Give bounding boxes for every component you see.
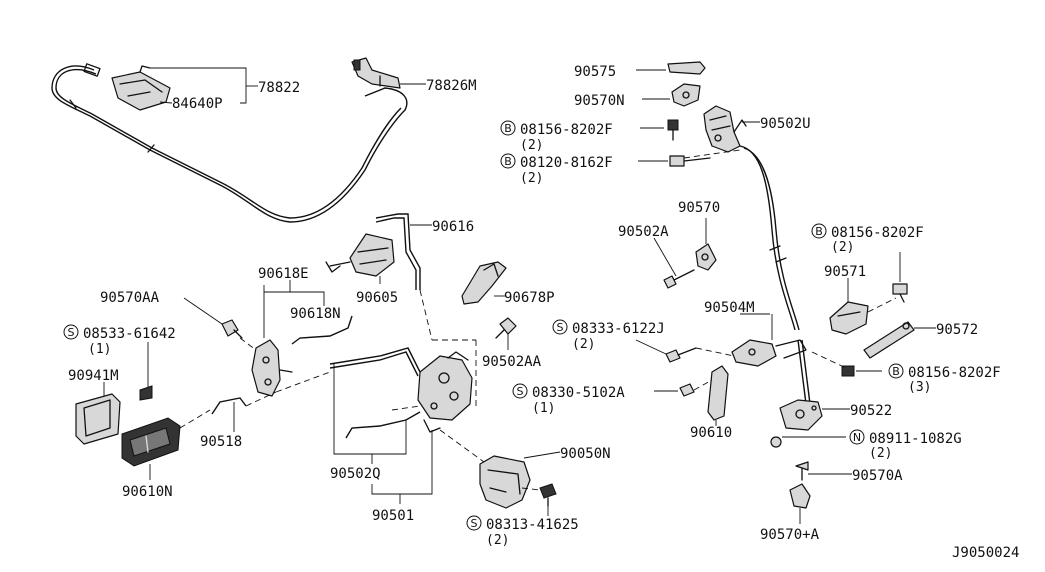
rod-90616 xyxy=(375,213,421,290)
bracket-90570 xyxy=(695,243,717,271)
callout-08333-6122J: 08333-6122J xyxy=(572,321,665,337)
badge-bolt-b: B xyxy=(504,155,512,168)
callout-90522: 90522 xyxy=(850,403,892,419)
callout-90504M: 90504M xyxy=(704,300,755,316)
door-lock-90501 xyxy=(417,351,473,433)
screw-90570A xyxy=(795,461,809,481)
callout-90941M: 90941M xyxy=(68,368,119,384)
rod-90618N xyxy=(291,315,353,345)
callout-90618E: 90618E xyxy=(258,266,309,282)
callout-90502Q: 90502Q xyxy=(330,466,381,482)
callout-08911-1082G-qty: (2) xyxy=(869,446,892,461)
screw-08330-5102A xyxy=(679,383,695,397)
callout-08156-8202F-c: 08156-8202F xyxy=(908,365,1001,381)
hood-lock-90502U xyxy=(703,105,747,153)
badge-bolt-a: B xyxy=(504,122,512,135)
callout-90501: 90501 xyxy=(372,508,414,524)
callout-08911-1082G: 08911-1082G xyxy=(869,431,962,447)
callout-90502A: 90502A xyxy=(618,224,669,240)
lock-90522 xyxy=(779,399,823,431)
callout-90610N: 90610N xyxy=(122,484,173,500)
lock-plate-90575 xyxy=(667,61,706,75)
callout-08330-5102A-qty: (1) xyxy=(532,401,555,416)
bolt-08156-8202F-c xyxy=(841,365,855,377)
callout-90502AA: 90502AA xyxy=(482,354,542,370)
badge-bolt-d: B xyxy=(892,365,900,378)
callout-90572: 90572 xyxy=(936,322,978,338)
callout-78822: 78822 xyxy=(258,80,300,96)
bolt-08156-8202F-a xyxy=(667,119,679,141)
bracket-90571 xyxy=(829,301,869,335)
callout-90678P: 90678P xyxy=(504,290,555,306)
callout-90050N: 90050N xyxy=(560,446,611,462)
release-cable-78822 xyxy=(51,63,408,223)
callout-90570-plus-A: 90570+A xyxy=(760,527,820,543)
badge-nut: N xyxy=(853,431,861,444)
clip-90570-plus-A xyxy=(789,483,811,509)
cable-end-78826M xyxy=(351,57,401,89)
callout-08313-41625-qty: (2) xyxy=(486,533,509,548)
badge-screw-c: S xyxy=(68,326,75,339)
callout-90570A: 90570A xyxy=(852,468,903,484)
callout-08120-8162F-qty: (2) xyxy=(520,171,543,186)
rod-90518 xyxy=(211,397,247,415)
bolt-90502A xyxy=(663,269,695,289)
handle-90610N xyxy=(121,417,181,467)
callout-08313-41625: 08313-41625 xyxy=(486,517,579,533)
linkage-90504M xyxy=(731,339,807,367)
badge-bolt-c: B xyxy=(815,225,823,238)
latch-90618E xyxy=(251,339,293,397)
callout-90575: 90575 xyxy=(574,64,616,80)
callout-84640P: 84640P xyxy=(172,96,223,112)
callout-08120-8162F: 08120-8162F xyxy=(520,155,613,171)
callout-08156-8202F-a: 08156-8202F xyxy=(520,122,613,138)
nut-08911-1082G xyxy=(770,436,782,448)
callout-08533-61642: 08533-61642 xyxy=(83,326,176,342)
callout-08330-5102A: 08330-5102A xyxy=(532,385,625,401)
callout-90605: 90605 xyxy=(356,290,398,306)
callout-08333-6122J-qty: (2) xyxy=(572,337,595,352)
rod-90572 xyxy=(863,321,915,359)
badge-screw-b: S xyxy=(517,385,524,398)
handle-90610 xyxy=(707,365,729,421)
callout-90570AA: 90570AA xyxy=(100,290,160,306)
callout-90610: 90610 xyxy=(690,425,732,441)
bolt-90502AA xyxy=(495,317,517,339)
callout-08533-61642-qty: (1) xyxy=(88,342,111,357)
callout-90571: 90571 xyxy=(824,264,866,280)
bracket-90605 xyxy=(325,233,395,277)
bracket-90678P xyxy=(461,261,507,305)
callout-90518: 90518 xyxy=(200,434,242,450)
remote-90050N xyxy=(479,455,531,509)
bracket-90570N xyxy=(671,83,701,107)
callout-08156-8202F-c-qty: (3) xyxy=(908,380,931,395)
hood-release-handle-84640P xyxy=(111,65,171,111)
callout-90502U: 90502U xyxy=(760,116,811,132)
escutcheon-90941M xyxy=(75,393,121,445)
callout-08156-8202F-b: 08156-8202F xyxy=(831,225,924,241)
screw-08333-6122J xyxy=(665,347,697,363)
badge-screw-a: S xyxy=(557,321,564,334)
callout-78826M: 78826M xyxy=(426,78,477,94)
callout-90618N: 90618N xyxy=(290,306,341,322)
callout-90570: 90570 xyxy=(678,200,720,216)
screw-08313-41625 xyxy=(539,483,557,507)
screw-08533-61642 xyxy=(139,385,153,401)
bolt-08156-8202F-b xyxy=(892,283,908,303)
rod-90502Q xyxy=(329,347,421,439)
callout-08156-8202F-b-qty: (2) xyxy=(831,240,854,255)
callout-90616: 90616 xyxy=(432,219,474,235)
lock-cable xyxy=(739,145,796,331)
bolt-90570AA xyxy=(221,319,243,339)
callout-90570N: 90570N xyxy=(574,93,625,109)
bolt-08120-8162F xyxy=(669,155,711,167)
callout-08156-8202F-a-qty: (2) xyxy=(520,138,543,153)
diagram-code: J9050024 xyxy=(952,545,1019,561)
badge-screw-d: S xyxy=(471,517,478,530)
